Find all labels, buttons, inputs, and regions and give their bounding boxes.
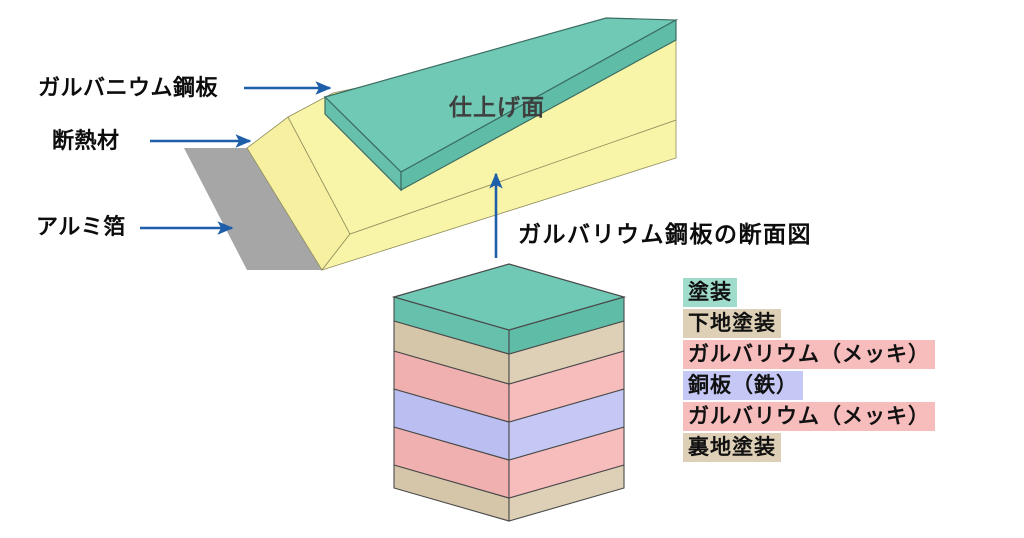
legend-item-0: 塗装 <box>683 278 737 307</box>
cross-section-cube <box>391 263 627 522</box>
legend-item-3: 銅板（鉄） <box>683 371 803 400</box>
legend-item-1: 下地塗装 <box>683 309 781 338</box>
legend-row: ガルバリウム（メッキ） <box>683 402 935 433</box>
legend-row: 塗装 <box>683 278 935 309</box>
legend-row: 銅板（鉄） <box>683 371 935 402</box>
cross-section-caption: ガルバリウム鋼板の断面図 <box>518 222 812 248</box>
callout-label-insulation: 断熱材 <box>52 129 120 154</box>
legend-item-2: ガルバリウム（メッキ） <box>683 340 935 369</box>
finished-surface-label: 仕上げ面 <box>449 95 545 121</box>
legend-row: 下地塗装 <box>683 309 935 340</box>
legend-item-5: 裏地塗装 <box>683 433 781 462</box>
layer-legend: 塗装 下地塗装 ガルバリウム（メッキ） 銅板（鉄） ガルバリウム（メッキ） 裏地… <box>683 278 935 464</box>
legend-row: 裏地塗装 <box>683 433 935 464</box>
legend-item-4: ガルバリウム（メッキ） <box>683 402 935 431</box>
callout-arrows <box>140 81 503 258</box>
callout-label-galvanium-panel: ガルバニウム鋼板 <box>38 76 219 101</box>
callout-label-aluminum-foil: アルミ箔 <box>36 215 126 240</box>
galvalume-panel <box>323 17 679 192</box>
legend-row: ガルバリウム（メッキ） <box>683 340 935 371</box>
